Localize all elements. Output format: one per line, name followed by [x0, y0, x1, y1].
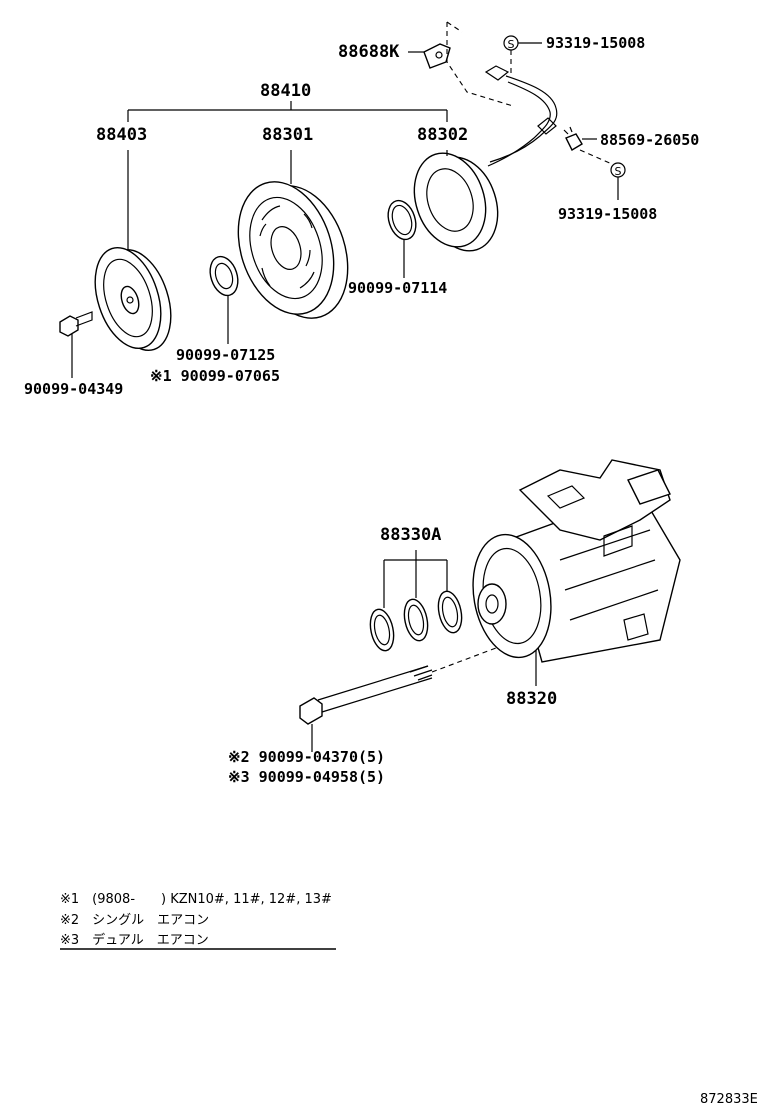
figure-code: 872833E	[700, 1092, 758, 1107]
s-marker-top-symbol: S	[508, 38, 515, 51]
dash-through-bolt	[431, 647, 497, 673]
bracket-88330a	[383, 550, 448, 608]
clutch-hub-88403	[94, 246, 172, 352]
s-marker-top: S	[503, 35, 519, 51]
clamp-88688k	[423, 21, 514, 107]
through-bolt	[299, 665, 433, 725]
label-88330a: 88330A	[380, 525, 441, 545]
label-90099-04370: ※2 90099-04370(5)	[228, 748, 385, 766]
label-88302: 88302	[417, 125, 468, 145]
note-3: ※3 デュアル エアコン	[60, 932, 209, 948]
snap-ring-90099-07114	[387, 199, 417, 241]
label-90099-04958: ※3 90099-04958(5)	[228, 768, 385, 786]
note-1: ※1 (9808- ) KZN10#, 11#, 12#, 13#	[60, 892, 332, 907]
label-88320: 88320	[506, 689, 557, 709]
bolt-90099-04349	[59, 311, 93, 337]
compressor-88320	[472, 459, 681, 663]
label-90099-07125: 90099-07125	[176, 346, 275, 364]
label-88403: 88403	[96, 125, 147, 145]
dash-88569	[579, 149, 613, 165]
label-88569: 88569-26050	[600, 131, 699, 149]
switch-88569	[563, 126, 583, 151]
note-2: ※2 シングル エアコン	[60, 913, 209, 928]
bracket-88410	[127, 101, 448, 122]
pulley-88301	[237, 181, 349, 319]
label-88301: 88301	[262, 125, 313, 145]
wire-harness	[484, 65, 558, 167]
label-88688k: 88688K	[338, 42, 400, 62]
shim-90099-07125	[209, 255, 239, 297]
label-90099-04349: 90099-04349	[24, 380, 123, 398]
s-marker-bottom-symbol: S	[615, 165, 622, 178]
label-93319-top: 93319-15008	[546, 34, 645, 52]
seal-rings-88330a	[369, 590, 463, 652]
s-marker-bottom: S	[610, 162, 626, 178]
label-90099-07065: ※1 90099-07065	[150, 367, 280, 385]
stator-coil-88302	[413, 152, 499, 252]
label-88410: 88410	[260, 81, 311, 101]
label-90099-07114: 90099-07114	[348, 279, 447, 297]
label-93319-bot: 93319-15008	[558, 205, 657, 223]
